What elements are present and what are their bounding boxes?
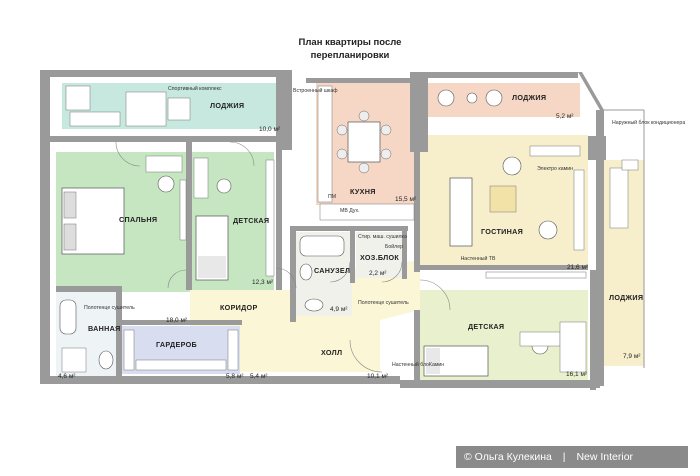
plan-title-line1: План квартиры после [298, 37, 402, 48]
kids2-area: 16,1 м² [566, 371, 588, 378]
sport-note: Спортивный комплекс [168, 86, 222, 92]
corridor-label: КОРИДОР [220, 303, 258, 312]
credit-brand: New Interior [576, 451, 634, 463]
living-label: ГОСТИНАЯ [481, 227, 524, 236]
towel-dryer-2-note: Полотенце сушитель [358, 300, 409, 306]
towel-dryer-1-note: Полотенце сушитель [84, 305, 135, 311]
kitchen-label: КУХНЯ [350, 187, 376, 196]
hall-area: 10,1 м² [367, 373, 389, 380]
loggia-right-area: 7,9 м² [623, 353, 641, 360]
tv-wall-note: Настенный ТВ [460, 256, 496, 262]
ac-unit-note: Наружный блок кондиционера [612, 120, 686, 126]
corridor-area: 5,4 м² [250, 373, 268, 380]
dish-note: ПМ [327, 194, 337, 200]
wardrobe-label: ГАРДЕРОБ [156, 340, 197, 349]
wc-area: 4,9 м² [330, 306, 348, 313]
utility-area: 2,2 м² [369, 270, 387, 277]
plan-title-line2: перепланировки [310, 50, 390, 61]
kids2-label: ДЕТСКАЯ [468, 322, 505, 331]
tv-kids-note: Настенный блоКамин [392, 362, 445, 368]
wardrobe-area: 5,8 м² [226, 373, 244, 380]
credit-author: © Ольга Кулекина [464, 451, 552, 463]
kids1-label: ДЕТСКАЯ [233, 216, 270, 225]
built-in-note: Встроенный шкаф [293, 88, 338, 94]
kitchen-area: 15,5 м² [395, 196, 417, 203]
kids1-area: 12,3 м² [252, 279, 274, 286]
bathroom-label: ВАННАЯ [88, 324, 121, 333]
walls [40, 70, 606, 390]
loggia-top-right-area: 5,2 м² [556, 113, 574, 120]
utility-label: ХОЗ.БЛОК [360, 253, 400, 262]
loggia-top-right-label: ЛОДЖИЯ [512, 93, 547, 102]
loggia-top-left-area: 10,0 м² [259, 126, 281, 133]
hall-label: ХОЛЛ [321, 348, 343, 357]
electric-fireplace-note: Электро камин [537, 166, 573, 172]
boiler-note: Бойлер [385, 244, 403, 250]
bedroom-label: СПАЛЬНЯ [119, 215, 158, 224]
credit-separator: | [562, 451, 566, 463]
wc-label: САНУЗЕЛ [314, 266, 351, 275]
loggia-right-label: ЛОДЖИЯ [609, 293, 644, 302]
washer-note: Стир. маш. сушилка [358, 234, 407, 240]
utility-fill [356, 232, 404, 278]
mw-note: МВ Дух. [340, 208, 360, 214]
credit-bar: © Ольга Кулекина | New Interior [456, 446, 688, 468]
living-area: 21,6 м² [567, 264, 589, 271]
bathroom-area: 4,6 м² [58, 373, 76, 380]
plan-title: План квартиры после перепланировки [0, 36, 700, 62]
bedroom-area: 18,0 м² [166, 317, 188, 324]
loggia-top-left-label: ЛОДЖИЯ [210, 101, 245, 110]
